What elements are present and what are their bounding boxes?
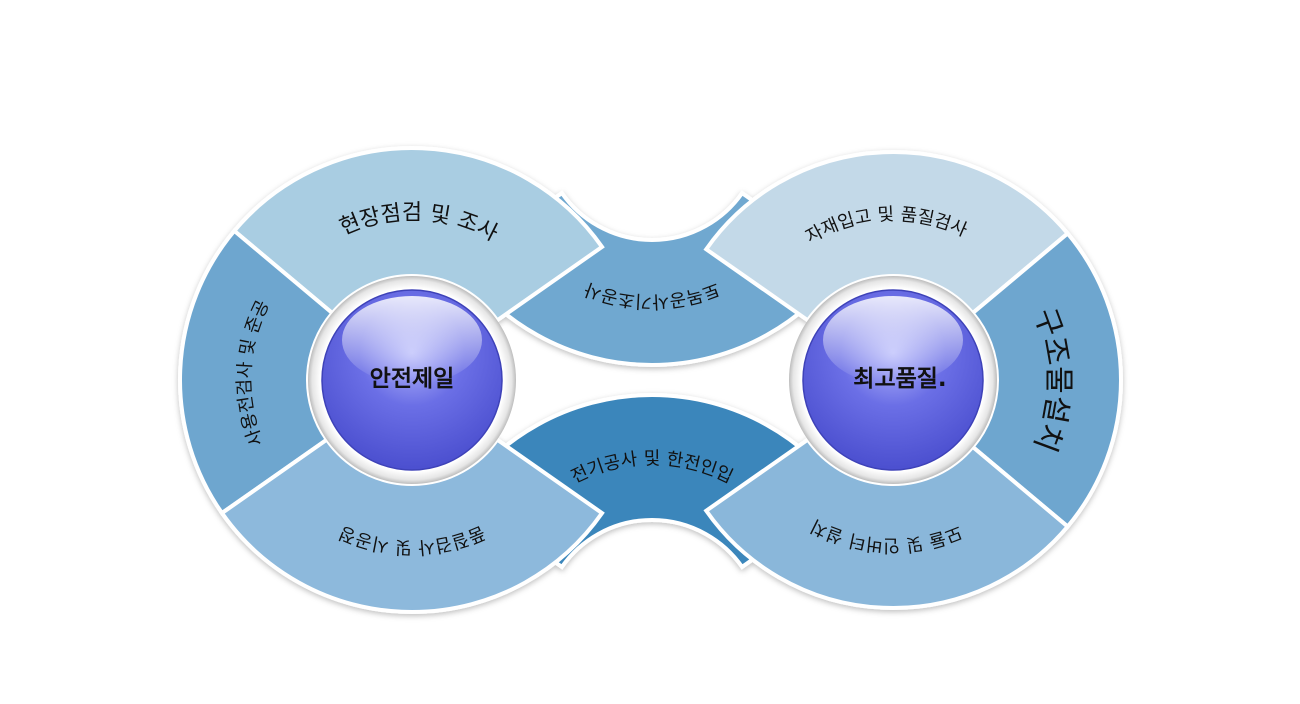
sphere-gloss [823, 296, 963, 384]
sphere-gloss [342, 296, 482, 384]
segment-left-bottom [219, 436, 605, 614]
center-label-safety: 안전제일 [370, 366, 455, 392]
center-left: 안전제일 [308, 276, 516, 484]
center-label-quality: 최고품질. [853, 366, 946, 392]
center-right: 최고품질. [789, 276, 997, 484]
